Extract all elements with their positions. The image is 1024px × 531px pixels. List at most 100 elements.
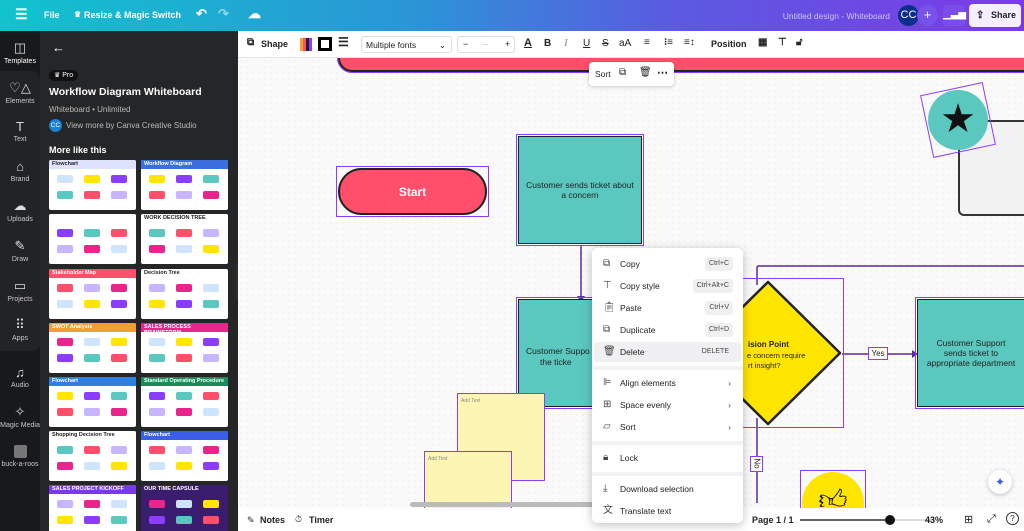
shape-button[interactable]: Shape: [261, 39, 289, 49]
menu-item-lock[interactable]: 🔒︎Lock: [594, 448, 741, 468]
rail-item-draw[interactable]: ✎Draw: [0, 238, 40, 263]
transparency-icon[interactable]: ▦: [758, 37, 768, 48]
template-thumbnail[interactable]: SWOT Analysis: [49, 323, 136, 373]
cloud-saved-icon[interactable]: ☁: [248, 6, 261, 21]
avatar[interactable]: CC: [898, 5, 919, 26]
template-thumbnail[interactable]: SALES PROJECT KICKOFF: [49, 485, 136, 531]
file-menu[interactable]: File: [44, 10, 60, 20]
duplicate-icon[interactable]: ⧉: [619, 67, 627, 78]
font-size-stepper[interactable]: − -- +: [457, 36, 515, 53]
template-thumbnail[interactable]: [49, 214, 136, 264]
increase-font-icon[interactable]: +: [505, 39, 511, 49]
sticky-note-text[interactable]: Add Text: [428, 456, 448, 462]
font-family-dropdown[interactable]: Multiple fonts⌄: [361, 36, 452, 53]
rail-item-elements[interactable]: ♡△Elements: [0, 80, 40, 105]
decrease-font-icon[interactable]: −: [463, 39, 469, 49]
thumb-selection[interactable]: [800, 470, 866, 508]
start-shape-selection[interactable]: Start: [336, 166, 489, 217]
menu-item-space-evenly[interactable]: ⊞Space evenly›: [594, 395, 741, 415]
strikethrough-icon[interactable]: S: [602, 38, 609, 49]
add-collaborator-icon[interactable]: +: [917, 5, 938, 26]
trash-icon[interactable]: 🗑︎: [639, 67, 652, 78]
template-thumbnail[interactable]: Standard Operating Procedure: [141, 377, 228, 427]
timer-button[interactable]: Timer: [309, 515, 334, 525]
menu-item-download-selection[interactable]: ⤓Download selection: [594, 479, 741, 499]
border-style-icon[interactable]: ☰: [338, 35, 349, 49]
undo-icon[interactable]: ↶: [196, 6, 207, 21]
list-icon[interactable]: ⁝≡: [664, 37, 674, 48]
no-label[interactable]: No: [750, 456, 763, 472]
template-thumbnail[interactable]: Decision Tree: [141, 269, 228, 319]
italic-icon[interactable]: I: [564, 38, 568, 49]
sticky-note[interactable]: Add Text: [424, 451, 512, 508]
hamburger-icon[interactable]: ☰: [15, 6, 28, 22]
process-box-customer-sends[interactable]: Customer sends ticket about a concern: [518, 136, 642, 244]
rail-item-audio[interactable]: ♫Audio: [0, 365, 40, 389]
spacing-icon[interactable]: ≡↕: [684, 37, 695, 48]
resize-magic-switch-button[interactable]: Resize & Magic Switch: [84, 10, 182, 20]
notes-button[interactable]: Notes: [260, 515, 286, 525]
menu-item-sort[interactable]: ▱Sort›: [594, 417, 741, 437]
star-icon[interactable]: ★: [928, 90, 988, 150]
banner-shape[interactable]: [337, 58, 1024, 73]
template-thumbnail[interactable]: WORK DECISION TREE: [141, 214, 228, 264]
page-indicator[interactable]: Page 1 / 1: [752, 515, 794, 525]
template-thumbnail[interactable]: OUR TIME CAPSULE: [141, 485, 228, 531]
redo-icon[interactable]: ↷: [218, 6, 229, 21]
menu-item-align-elements[interactable]: ⊫Align elements›: [594, 373, 741, 393]
author-link[interactable]: View more by Canva Creative Studio: [66, 121, 197, 130]
fill-color-swatch[interactable]: [300, 38, 312, 51]
template-thumbnail[interactable]: Flowchart: [49, 160, 136, 210]
template-thumbnail[interactable]: Stakeholder Map: [49, 269, 136, 319]
yes-label[interactable]: Yes: [868, 347, 888, 360]
insights-icon[interactable]: ▁▃▅: [943, 5, 966, 26]
bold-icon[interactable]: B: [544, 38, 552, 49]
zoom-level[interactable]: 43%: [925, 515, 944, 525]
rail-item-templates[interactable]: ◫Templates: [0, 40, 40, 65]
lock-icon[interactable]: 🔓︎: [796, 37, 803, 48]
process-box-selection[interactable]: Customer sends ticket about a concern: [516, 134, 644, 246]
text-align-icon[interactable]: ≡: [644, 37, 650, 48]
template-thumbnail[interactable]: Flowchart: [49, 377, 136, 427]
template-thumbnail[interactable]: Flowchart: [141, 431, 228, 481]
grid-view-icon[interactable]: ⊞: [964, 514, 974, 526]
rail-item-brand[interactable]: ⌂Brand: [0, 159, 40, 183]
sort-button[interactable]: Sort: [595, 69, 611, 79]
fullscreen-icon[interactable]: ⤢: [987, 513, 996, 525]
template-thumbnail[interactable]: Shopping Decision Tree: [49, 431, 136, 481]
sticky-note-text[interactable]: Add Text: [461, 398, 481, 404]
horizontal-scrollbar[interactable]: [410, 502, 600, 507]
text-color-icon[interactable]: A: [524, 37, 532, 49]
process-box-send-department[interactable]: Customer Support sends ticket to appropr…: [917, 299, 1024, 407]
rail-item-magic-media[interactable]: ✧Magic Media: [0, 404, 40, 429]
letter-case-icon[interactable]: aA: [619, 38, 632, 49]
border-color-swatch[interactable]: [318, 37, 332, 51]
help-icon[interactable]: ?: [1006, 512, 1019, 525]
start-shape[interactable]: Start: [338, 168, 487, 215]
back-arrow-icon[interactable]: ←: [52, 40, 65, 55]
rail-item-uploads[interactable]: ☁Uploads: [0, 198, 40, 223]
template-thumbnail[interactable]: SALES PROCESS BRAINSTORM: [141, 323, 228, 373]
rail-item-projects[interactable]: ▭Projects: [0, 278, 40, 303]
process-box-selection[interactable]: Customer Support sends ticket to appropr…: [915, 297, 1024, 409]
rail-item-apps[interactable]: ⠿Apps: [0, 317, 40, 342]
template-thumbnail[interactable]: Workflow Diagram: [141, 160, 228, 210]
collapse-panel-handle[interactable]: ‹: [236, 263, 238, 299]
zoom-slider[interactable]: [800, 515, 935, 525]
underline-icon[interactable]: U: [583, 38, 591, 49]
font-size-input[interactable]: --: [482, 39, 488, 49]
share-button[interactable]: ⇪ Share: [969, 4, 1021, 27]
paint-roller-icon[interactable]: ⊤: [778, 37, 787, 48]
magic-assistant-button[interactable]: ✦: [988, 470, 1012, 494]
zoom-slider-handle[interactable]: [884, 515, 895, 525]
rail-item-buck-a-roos[interactable]: ▣buck-a-roos: [0, 445, 40, 468]
document-title[interactable]: Untitled design - Whiteboard: [782, 11, 890, 21]
position-button[interactable]: Position: [711, 39, 747, 49]
